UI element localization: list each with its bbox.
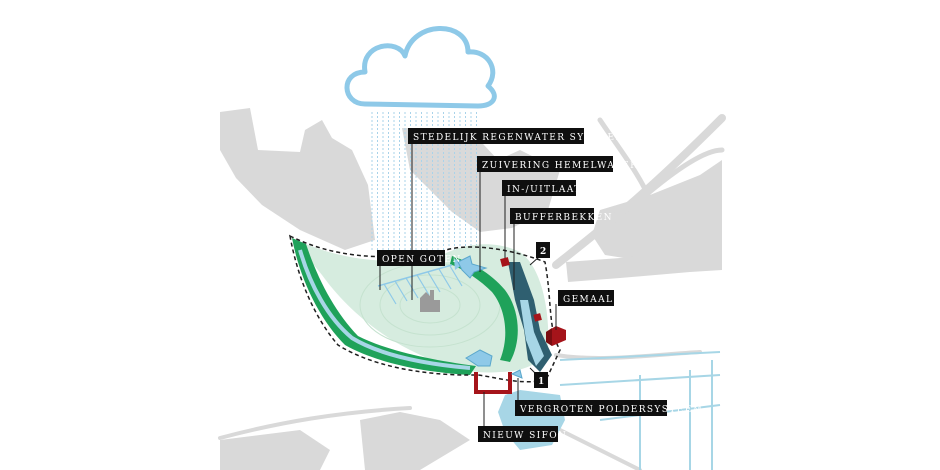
arrow-to-sifon-icon xyxy=(465,349,493,367)
svg-text:ZUIVERING HEMELWATER: ZUIVERING HEMELWATER xyxy=(482,161,638,171)
sifon-icon xyxy=(474,372,512,394)
open-goot-line xyxy=(427,271,441,293)
marker-one: 1 xyxy=(534,372,548,388)
in-uitlaat-marker-icon xyxy=(500,257,510,267)
road-north xyxy=(597,117,653,203)
label-bufferbekken: BUFFERBEKKEN xyxy=(510,208,613,224)
road-southwest xyxy=(218,406,412,440)
svg-text:VERGROTEN POLDERSYSTEEM: VERGROTEN POLDERSYSTEEM xyxy=(519,405,703,415)
land-strip-east xyxy=(566,250,722,282)
leader-lines xyxy=(379,140,557,428)
open-goten-arrows xyxy=(383,265,463,305)
land-mass-north xyxy=(402,128,560,232)
svg-text:GEMAAL: GEMAAL xyxy=(563,295,613,305)
green-dike xyxy=(292,238,476,375)
land-south xyxy=(360,412,470,470)
label-vergroten: VERGROTEN POLDERSYSTEEM xyxy=(515,400,703,416)
svg-text:OPEN GOTEN: OPEN GOTEN xyxy=(382,255,462,265)
dike-canal xyxy=(298,249,471,370)
canal-east-1 xyxy=(559,351,721,361)
open-goot-line xyxy=(449,265,463,287)
open-goot-line xyxy=(438,268,452,290)
open-goot-line xyxy=(383,283,397,305)
marker-two: 2 xyxy=(536,242,550,258)
label-in-uitlaat: IN-/UITLAAT xyxy=(502,180,582,196)
land-mass-east xyxy=(592,160,722,262)
svg-text:STEDELIJK REGENWATER SYSTEEM: STEDELIJK REGENWATER SYSTEEM xyxy=(413,133,626,143)
svg-text:1: 1 xyxy=(538,377,544,387)
land-southwest xyxy=(220,430,330,470)
sifon-arrow-icon xyxy=(510,369,523,379)
label-stedelijk: STEDELIJK REGENWATER SYSTEEM xyxy=(408,128,626,144)
road-loop xyxy=(637,147,725,203)
svg-text:IN-/UITLAAT: IN-/UITLAAT xyxy=(507,185,582,195)
label-gemaal: GEMAAL xyxy=(558,290,614,306)
land-mass-northwest xyxy=(220,108,375,250)
gemaal-icon xyxy=(546,326,566,346)
svg-text:BUFFERBEKKEN: BUFFERBEKKEN xyxy=(515,213,613,223)
land-map xyxy=(220,108,722,470)
channel-light xyxy=(520,300,544,366)
svg-text:NIEUW SIFON: NIEUW SIFON xyxy=(483,431,567,441)
rain-lines xyxy=(371,112,477,268)
label-nieuw-sifon: NIEUW SIFON xyxy=(478,426,567,442)
main-road xyxy=(552,114,726,269)
label-open-goten: OPEN GOTEN xyxy=(377,250,462,266)
svg-text:2: 2 xyxy=(540,247,546,257)
open-goot-line xyxy=(394,280,408,302)
bufferbekken-marker-icon xyxy=(533,313,542,322)
label-zuivering: ZUIVERING HEMELWATER xyxy=(477,156,638,172)
boundary-line xyxy=(288,234,561,383)
road-network xyxy=(218,114,726,470)
open-goot-line xyxy=(416,274,430,296)
cloud-icon xyxy=(344,26,497,109)
flow-arrow xyxy=(377,264,453,287)
building-icon xyxy=(420,290,440,312)
